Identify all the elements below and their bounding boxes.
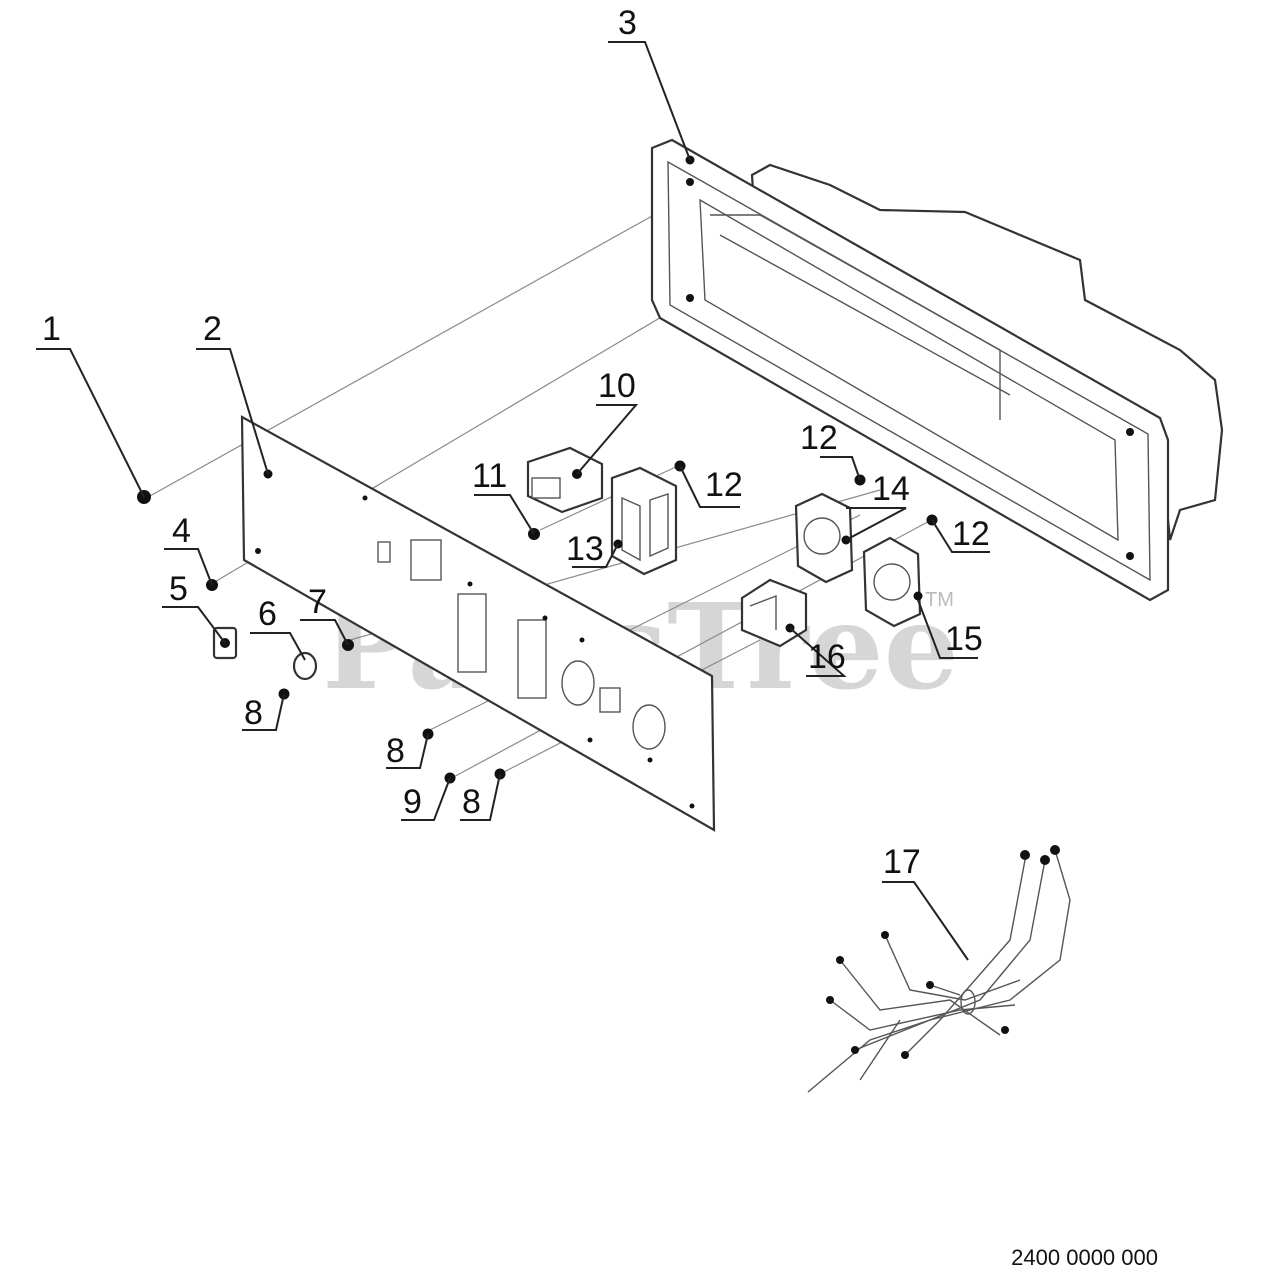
callout-10: 10 (598, 367, 636, 405)
twist-lock-outlet (794, 492, 854, 584)
callout-2: 2 (203, 310, 222, 348)
callout-4: 4 (172, 512, 191, 550)
outlet-receptacle (610, 466, 678, 576)
callout-13: 13 (566, 530, 604, 568)
callout-numbers: 1 2 3 4 5 6 7 8 8 9 8 10 11 12 13 12 14 … (42, 4, 990, 881)
callout-15: 15 (945, 620, 983, 658)
enclosure-housing (650, 138, 1224, 602)
twist-lock-outlet-2 (862, 536, 923, 628)
callout-14: 14 (872, 470, 910, 508)
callout-12a: 12 (705, 466, 743, 504)
callout-9: 9 (403, 783, 422, 821)
circuit-breaker (740, 578, 808, 648)
callout-leaders (36, 41, 990, 961)
callout-12c: 12 (952, 515, 990, 553)
callout-6: 6 (258, 595, 277, 633)
callout-7: 7 (308, 583, 327, 621)
callout-11: 11 (472, 457, 507, 495)
watermark-tm: TM (925, 589, 954, 611)
callout-8a: 8 (244, 694, 263, 732)
callout-16: 16 (808, 638, 846, 676)
callout-8c: 8 (462, 783, 481, 821)
callout-3: 3 (618, 4, 637, 42)
callout-5: 5 (169, 570, 188, 608)
panel-plate (240, 415, 716, 832)
callout-8b: 8 (386, 732, 405, 770)
wire-harness (807, 845, 1071, 1093)
callout-17: 17 (883, 843, 921, 881)
callout-12b: 12 (800, 419, 838, 457)
diagram-code: 2400 0000 000 (1011, 1245, 1158, 1270)
callout-1: 1 (42, 310, 61, 348)
